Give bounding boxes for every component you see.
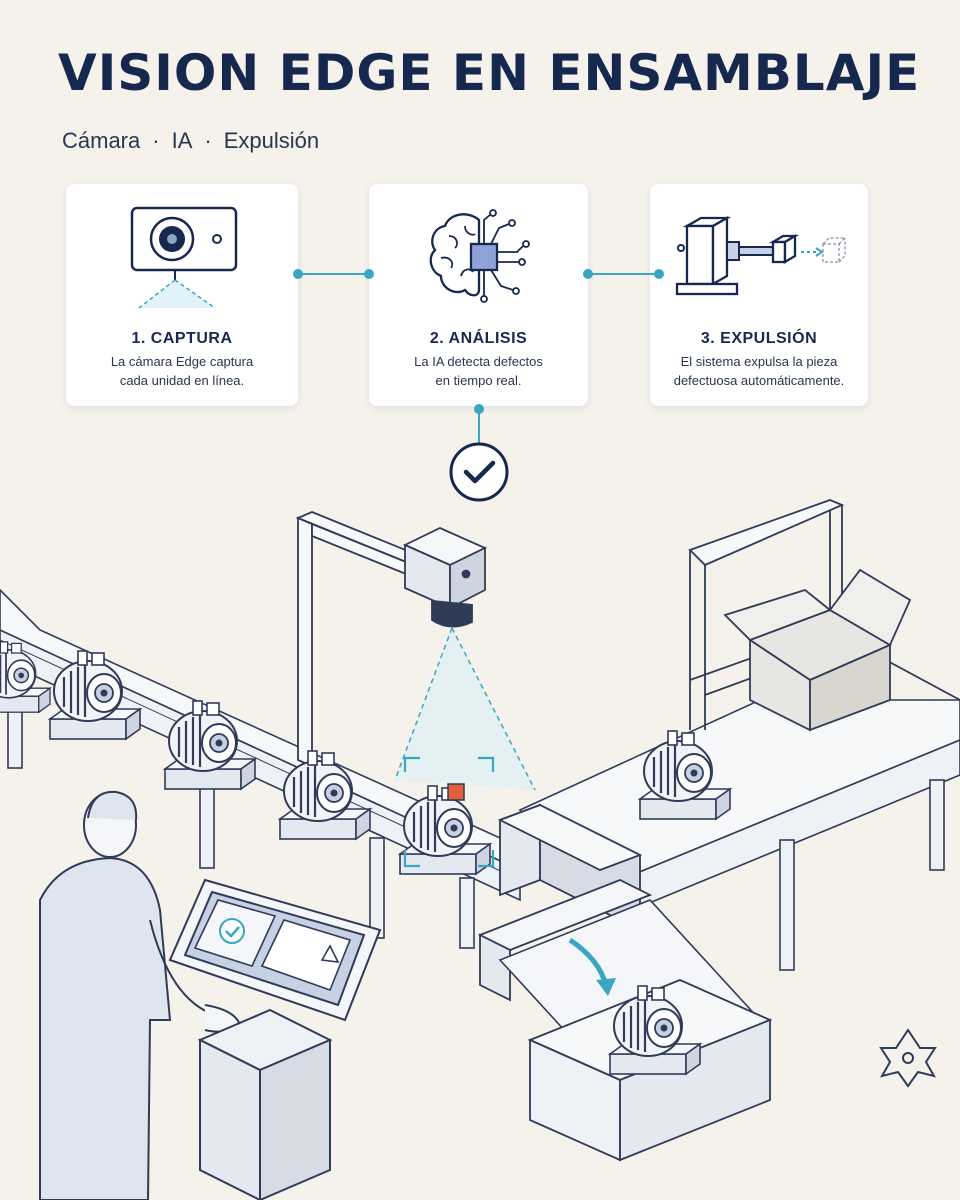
step-desc-line: El sistema expulsa la pieza <box>680 354 838 369</box>
step-desc-line: defectuosa automáticamente. <box>673 373 845 388</box>
vision-camera <box>402 527 488 628</box>
connector-capture-analysis <box>293 269 374 279</box>
step-desc-line: La IA detecta defectos <box>414 354 543 369</box>
subtitle-separator: · <box>152 128 160 153</box>
eject-arrowhead <box>596 978 616 996</box>
subtitle-separator: · <box>204 128 212 153</box>
ejector-icon <box>675 216 847 296</box>
step-description: El sistema expulsa la pieza defectuosa a… <box>660 352 858 390</box>
step-card-capture: 1. CAPTURA La cámara Edge captura cada u… <box>66 184 298 406</box>
subtitle: Cámara · IA · Expulsión <box>62 128 319 154</box>
camera-field-of-view <box>395 628 535 790</box>
right-conveyor <box>518 699 960 971</box>
subtitle-ejection: Expulsión <box>223 128 320 153</box>
camera-gantry <box>295 511 433 768</box>
packing-station <box>688 499 960 730</box>
operator <box>39 790 242 1200</box>
step-description: La IA detecta defectos en tiempo real. <box>379 352 578 390</box>
main-title: VISION EDGE EN ENSAMBLAJE <box>58 44 921 102</box>
step-title: 1. CAPTURA <box>131 330 233 347</box>
check-mark <box>225 926 240 938</box>
subtitle-camera: Cámara <box>62 128 141 153</box>
assembly-line-illustration <box>0 499 960 1200</box>
subtitle-ai: IA <box>171 128 193 153</box>
kiosk-screen <box>193 899 352 992</box>
camera-icon <box>130 206 238 309</box>
inspected-alternator <box>398 756 495 876</box>
detection-frame <box>403 756 495 868</box>
step-title: 3. EXPULSIÓN <box>700 330 818 347</box>
cardboard-box <box>723 568 912 732</box>
control-kiosk <box>168 878 382 1200</box>
defect-marker <box>447 783 465 801</box>
check-circle-icon <box>219 918 245 944</box>
step-title: 2. ANÁLISIS <box>429 330 528 347</box>
step-card-ejection: 3. EXPULSIÓN El sistema expulsa la pieza… <box>650 184 868 406</box>
step-desc-line: La cámara Edge captura <box>110 354 254 369</box>
step-description: La cámara Edge captura cada unidad en lí… <box>76 352 288 390</box>
ai-brain-chip-icon <box>429 209 530 303</box>
logo-icon <box>879 1028 937 1088</box>
step-card-analysis: 2. ANÁLISIS La IA detecta defectos en ti… <box>369 184 588 406</box>
step-desc-line: en tiempo real. <box>435 373 522 388</box>
step-desc-line: cada unidad en línea. <box>119 373 245 388</box>
camera-beam <box>394 627 536 791</box>
warning-icon <box>320 944 340 963</box>
